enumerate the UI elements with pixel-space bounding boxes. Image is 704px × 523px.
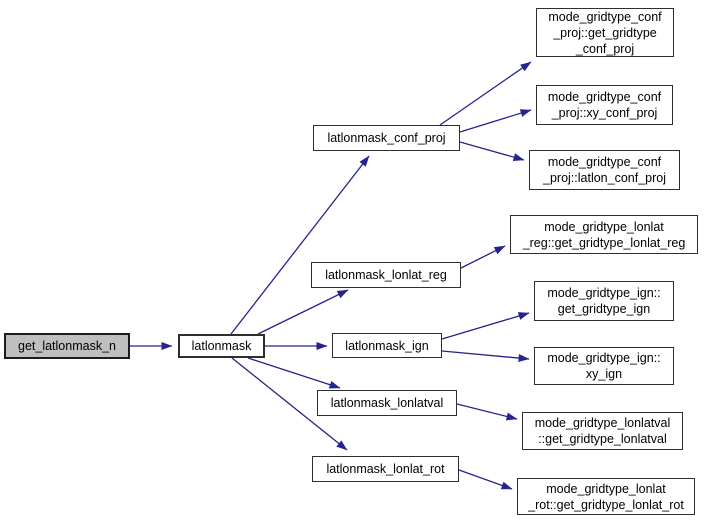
node-get_gridtype_conf_proj[interactable]: mode_gridtype_conf _proj::get_gridtype _… — [536, 8, 674, 57]
edge-lonlat_reg-get_gridtype_lonlat_reg — [460, 245, 506, 269]
node-xy_ign[interactable]: mode_gridtype_ign:: xy_ign — [534, 347, 674, 385]
node-latlonmask_ign[interactable]: latlonmask_ign — [332, 333, 442, 358]
node-label: latlonmask — [191, 339, 252, 353]
node-label: mode_gridtype_conf _proj::xy_conf_proj — [547, 90, 662, 120]
node-label: mode_gridtype_ign:: get_gridtype_ign — [547, 286, 661, 316]
node-label: latlonmask_ign — [345, 338, 429, 353]
edge-lonlatval-get_gridtype_lonlatval — [456, 403, 518, 421]
node-label: get_latlonmask_n — [18, 339, 116, 353]
edge-conf_proj-get_gridtype_conf_proj — [439, 61, 532, 126]
node-label: mode_gridtype_lonlat _reg::get_gridtype_… — [522, 219, 686, 250]
edge-latlonmask-latlonmask_lonlat_reg — [257, 289, 349, 335]
node-get_gridtype_lonlat_rot[interactable]: mode_gridtype_lonlat _rot::get_gridtype_… — [517, 478, 695, 515]
node-xy_conf_proj[interactable]: mode_gridtype_conf _proj::xy_conf_proj — [536, 85, 673, 125]
node-label: latlonmask_lonlat_reg — [325, 268, 447, 282]
node-label: mode_gridtype_conf _proj::latlon_conf_pr… — [543, 155, 666, 185]
edge-lonlat_rot-get_gridtype_lonlat_rot — [458, 469, 513, 490]
edge-ign-get_gridtype_ign — [441, 312, 530, 340]
node-latlonmask_lonlat_reg[interactable]: latlonmask_lonlat_reg — [311, 262, 461, 288]
edge-latlonmask-latlonmask_lonlat_rot — [231, 357, 348, 451]
node-latlonmask[interactable]: latlonmask — [178, 334, 265, 358]
node-latlon_conf_proj[interactable]: mode_gridtype_conf _proj::latlon_conf_pr… — [529, 150, 680, 190]
node-label: mode_gridtype_lonlatval ::get_gridtype_l… — [534, 416, 671, 446]
edge-latlonmask-latlonmask_lonlatval — [247, 357, 341, 389]
edge-ign-xy_ign — [441, 350, 530, 363]
edge-conf_proj-xy_conf_proj — [459, 109, 532, 133]
node-label: mode_gridtype_ign:: xy_ign — [547, 351, 661, 381]
node-label: mode_gridtype_lonlat _rot::get_gridtype_… — [528, 481, 684, 512]
edge-conf_proj-latlon_conf_proj — [459, 141, 525, 162]
node-label: latlonmask_lonlatval — [330, 396, 444, 410]
node-label: latlonmask_conf_proj — [327, 131, 446, 145]
node-latlonmask_lonlat_rot[interactable]: latlonmask_lonlat_rot — [312, 456, 459, 482]
node-get_gridtype_lonlatval[interactable]: mode_gridtype_lonlatval ::get_gridtype_l… — [522, 412, 683, 450]
node-get_gridtype_lonlat_reg[interactable]: mode_gridtype_lonlat _reg::get_gridtype_… — [510, 215, 698, 254]
node-label: mode_gridtype_conf _proj::get_gridtype _… — [548, 9, 662, 56]
node-label: latlonmask_lonlat_rot — [326, 462, 445, 476]
node-latlonmask_lonlatval[interactable]: latlonmask_lonlatval — [317, 390, 457, 416]
node-get_latlonmask_n: get_latlonmask_n — [4, 333, 130, 359]
edge-latlonmask-latlonmask_conf_proj — [230, 155, 370, 335]
node-get_gridtype_ign[interactable]: mode_gridtype_ign:: get_gridtype_ign — [534, 281, 674, 321]
node-latlonmask_conf_proj[interactable]: latlonmask_conf_proj — [313, 125, 460, 151]
